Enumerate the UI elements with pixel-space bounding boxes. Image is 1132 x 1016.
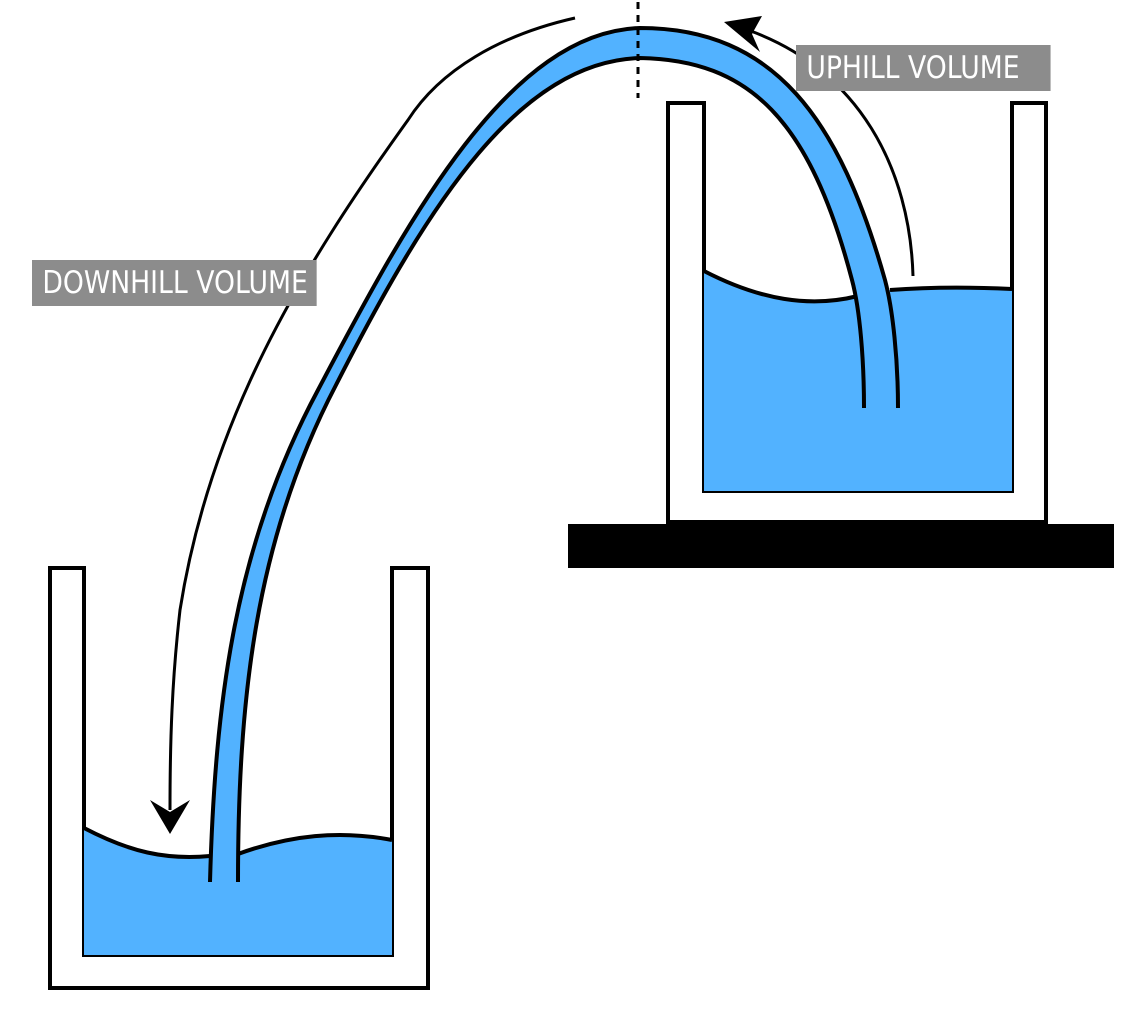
uphill-arrow [724, 16, 915, 277]
siphon-tube-inner-wall [236, 55, 866, 883]
lower-container-wall [48, 566, 430, 990]
downhill-arrow-head [150, 800, 190, 834]
uphill-volume-label: UPHILL VOLUME [796, 45, 1051, 91]
lower-water-surface [83, 826, 393, 859]
stand-platform [568, 524, 1114, 568]
siphon-tube-outer-wall [208, 25, 900, 883]
lower-water [84, 828, 392, 955]
upper-container-wall [666, 101, 1048, 524]
lower-container [48, 566, 430, 990]
uphill-arrow-head [724, 16, 762, 52]
siphon-tube [208, 25, 900, 883]
downhill-volume-label: DOWNHILL VOLUME [32, 260, 317, 306]
downhill-arrow-line [168, 16, 576, 811]
uphill-arrow-line [747, 28, 915, 277]
upper-container [666, 101, 1048, 524]
upper-water-surface [703, 269, 1013, 304]
upper-water [704, 271, 1012, 491]
downhill-arrow [150, 16, 576, 834]
